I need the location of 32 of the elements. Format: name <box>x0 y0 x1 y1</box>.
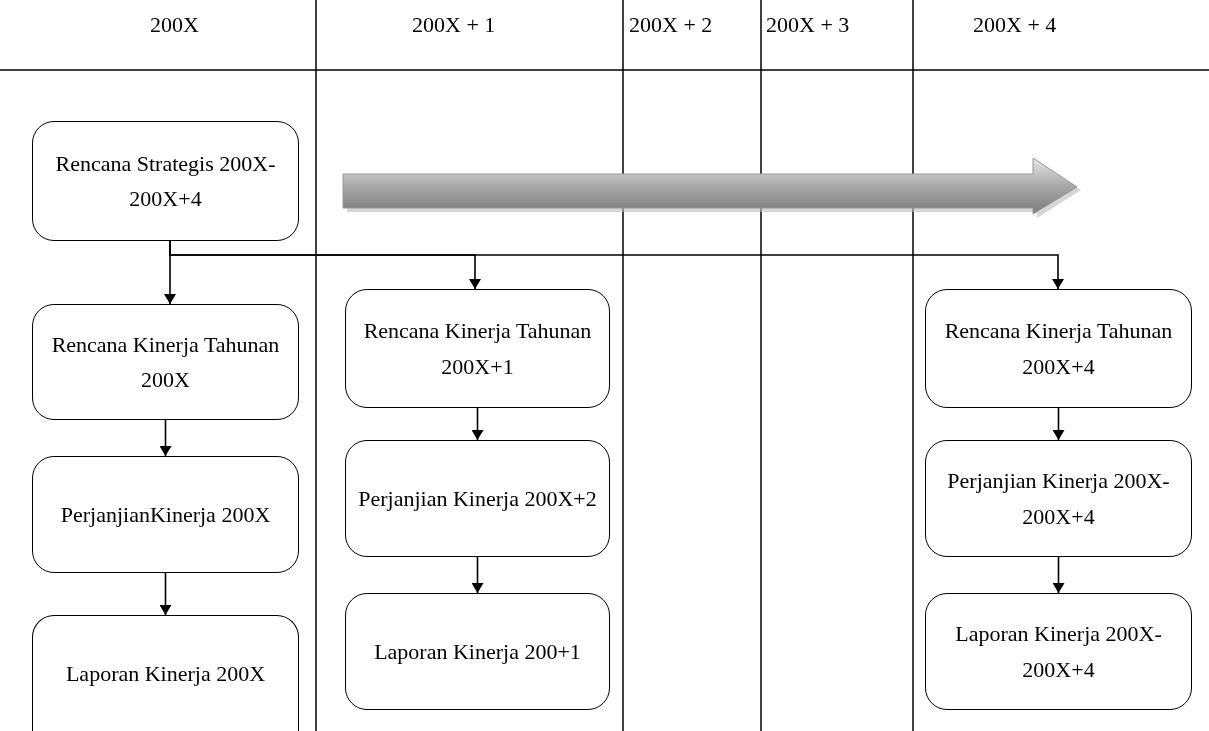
arrow <box>471 407 484 441</box>
box-label: PerjanjianKinerja 200X <box>60 500 271 529</box>
process-box <box>32 615 299 731</box>
year-heading: 200X + 3 <box>766 12 850 38</box>
arrow <box>159 419 172 457</box>
box-label: Laporan Kinerja 200+1 <box>374 637 581 666</box>
process-box <box>32 121 299 241</box>
process-box <box>345 593 610 710</box>
box-label: Perjanjian Kinerja 200X+2 <box>358 484 597 513</box>
arrow <box>169 240 1064 290</box>
box-label: Laporan Kinerja 200X <box>65 659 266 688</box>
box-label: Rencana Strategis 200X-200X+4 <box>54 149 277 213</box>
process-box <box>925 593 1192 710</box>
arrow <box>1052 556 1065 594</box>
year-heading: 200X + 2 <box>629 12 713 38</box>
arrow <box>471 556 484 594</box>
year-heading: 200X + 4 <box>973 12 1057 38</box>
box-label: Laporan Kinerja 200X-200X+4 <box>954 620 1163 684</box>
box-label: Rencana Kinerja Tahunan 200X+1 <box>362 317 593 381</box>
arrow <box>159 572 172 616</box>
box-label: Rencana Kinerja Tahunan 200X <box>50 330 281 394</box>
box-label: Rencana Kinerja Tahunan 200X+4 <box>943 317 1174 381</box>
year-heading: 200X <box>150 12 199 38</box>
process-box <box>32 456 299 573</box>
process-box <box>345 289 610 408</box>
box-label: Perjanjian Kinerja 200X-200X+4 <box>946 467 1171 531</box>
process-box <box>32 304 299 420</box>
process-box <box>925 440 1192 557</box>
year-heading: 200X + 1 <box>412 12 496 38</box>
process-box <box>925 289 1192 408</box>
process-box <box>345 440 610 557</box>
arrow <box>1052 407 1065 441</box>
